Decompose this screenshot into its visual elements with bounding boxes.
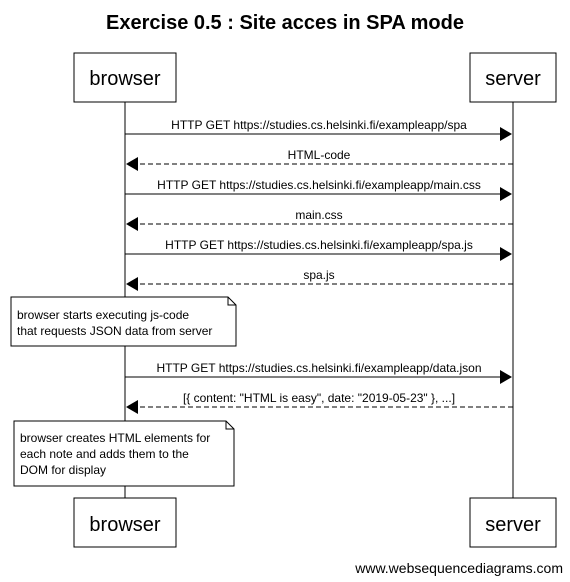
message-1-label: HTTP GET https://studies.cs.helsinki.fi/… (171, 118, 467, 132)
message-4-label: main.css (295, 208, 342, 222)
message-5: HTTP GET https://studies.cs.helsinki.fi/… (125, 238, 512, 261)
participant-browser-top: browser (73, 52, 177, 103)
participant-server-top: server (469, 52, 557, 103)
note-1: browser starts executing js-code that re… (10, 296, 237, 347)
note-2: browser creates HTML elements for each n… (13, 420, 235, 487)
message-4: main.css (126, 208, 513, 231)
message-2: HTML-code (126, 148, 513, 171)
message-2-label: HTML-code (288, 148, 351, 162)
participant-server-top-label: server (485, 68, 541, 90)
note-2-line-1: browser creates HTML elements for (20, 431, 210, 445)
message-3-label: HTTP GET https://studies.cs.helsinki.fi/… (157, 178, 481, 192)
message-6: spa.js (126, 268, 513, 291)
message-7: HTTP GET https://studies.cs.helsinki.fi/… (125, 361, 512, 384)
message-8: [{ content: "HTML is easy", date: "2019-… (126, 391, 513, 414)
note-1-line-1: browser starts executing js-code (17, 308, 189, 322)
participant-server-bottom-label: server (485, 514, 541, 536)
note-2-line-3: DOM for display (20, 463, 106, 477)
message-5-label: HTTP GET https://studies.cs.helsinki.fi/… (165, 238, 473, 252)
note-1-line-2: that requests JSON data from server (17, 324, 212, 338)
message-3: HTTP GET https://studies.cs.helsinki.fi/… (125, 178, 512, 201)
participant-server-bottom: server (469, 497, 557, 548)
note-2-line-2: each note and adds them to the (20, 447, 189, 461)
diagram-title: Exercise 0.5 : Site acces in SPA mode (106, 12, 464, 34)
message-7-label: HTTP GET https://studies.cs.helsinki.fi/… (156, 361, 481, 375)
participant-browser-bottom: browser (73, 497, 177, 548)
message-1: HTTP GET https://studies.cs.helsinki.fi/… (125, 118, 512, 141)
watermark-link[interactable]: www.websequencediagrams.com (354, 560, 563, 576)
message-8-label: [{ content: "HTML is easy", date: "2019-… (183, 391, 455, 405)
participant-browser-bottom-label: browser (89, 514, 160, 536)
message-6-label: spa.js (303, 268, 334, 282)
participant-browser-top-label: browser (89, 68, 160, 90)
